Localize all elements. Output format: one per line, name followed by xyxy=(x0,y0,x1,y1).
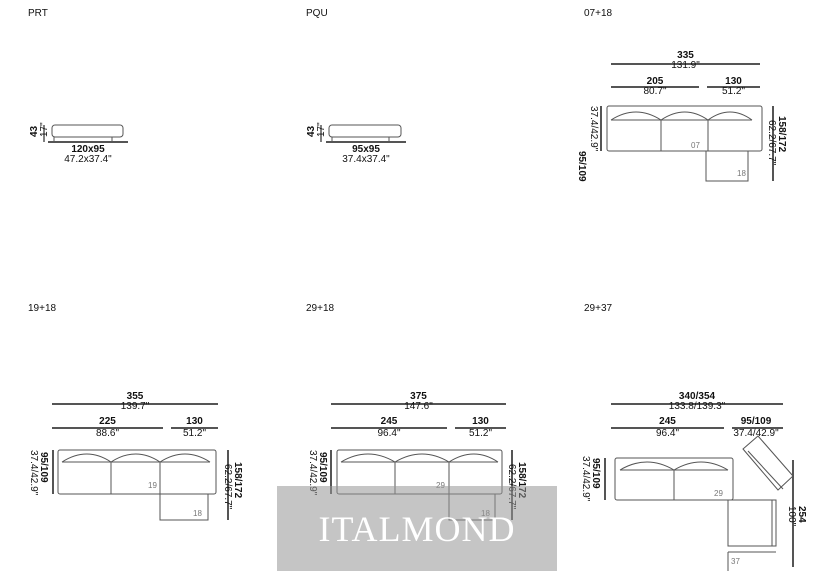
sofa-0718-drawing xyxy=(600,63,774,182)
2918-left-in: 96.4" xyxy=(377,428,401,439)
2918-depth-cm: 95/109 xyxy=(317,452,328,483)
sofa-1918-drawing xyxy=(52,403,229,521)
0718-module-a: 07 xyxy=(691,141,700,150)
0718-chaise-in: 62.2/67.7" xyxy=(766,120,777,166)
2937-right-in: 37.4/42.9" xyxy=(733,428,779,439)
watermark-text: ITALMOND xyxy=(318,509,516,549)
0718-right-in: 51.2" xyxy=(721,86,745,97)
panel-title-2918: 29+18 xyxy=(306,303,335,314)
0718-right-cm: 130 xyxy=(725,76,742,87)
0718-total-in: 131.9" xyxy=(671,60,700,71)
2937-total-cm: 340/354 xyxy=(678,391,716,402)
0718-module-b: 18 xyxy=(737,169,746,178)
pqu-size-in: 37.4x37.4" xyxy=(342,154,390,165)
0718-left-in: 80.7" xyxy=(643,86,667,97)
2937-total-in: 133.8/139.3" xyxy=(668,401,726,412)
sofa-2918-drawing xyxy=(330,403,513,521)
0718-total-cm: 335 xyxy=(677,50,694,61)
1918-depth-in: 37.4/42.9" xyxy=(28,450,39,496)
1918-chaise-cm: 158/172 xyxy=(232,462,243,499)
2937-module-a: 29 xyxy=(714,489,723,498)
2937-left-cm: 245 xyxy=(659,416,676,427)
prt-size-cm: 120x95 xyxy=(71,144,105,155)
0718-depth-cm: 95/109 xyxy=(576,151,587,182)
2918-right-cm: 130 xyxy=(472,416,489,427)
2937-left-in: 96.4" xyxy=(655,428,679,439)
2937-corner-cm: 254 xyxy=(796,506,807,523)
sofa-2937-drawing xyxy=(604,403,794,571)
prt-height-in: 17" xyxy=(39,122,50,137)
0718-depth-in: 37.4/42.9" xyxy=(588,106,599,152)
2937-corner-in: 100" xyxy=(786,506,797,527)
2937-right-cm: 95/109 xyxy=(740,416,772,427)
1918-left-in: 88.6" xyxy=(95,428,119,439)
prt-ottoman-drawing xyxy=(43,124,128,143)
1918-total-in: 139.7" xyxy=(120,401,150,412)
0718-chaise-cm: 158/172 xyxy=(776,116,787,153)
2918-right-in: 51.2" xyxy=(468,428,492,439)
1918-module-b: 18 xyxy=(193,509,202,518)
pqu-ottoman-drawing xyxy=(320,124,406,143)
2937-module-b: 37 xyxy=(731,557,740,566)
panel-title-1918: 19+18 xyxy=(28,303,57,314)
1918-left-cm: 225 xyxy=(99,416,116,427)
panel-title-prt: PRT xyxy=(28,8,48,19)
1918-chaise-in: 62.2/67.7" xyxy=(222,464,233,510)
pqu-size-cm: 95x95 xyxy=(352,144,380,155)
1918-total-cm: 355 xyxy=(126,391,144,402)
watermark: ITALMOND xyxy=(277,486,557,571)
panel-title-0718: 07+18 xyxy=(584,8,613,19)
2937-depth-in: 37.4/42.9" xyxy=(580,456,591,502)
1918-right-in: 51.2" xyxy=(182,428,206,439)
1918-right-cm: 130 xyxy=(186,416,203,427)
2918-total-in: 147.6" xyxy=(404,401,433,412)
prt-size-in: 47.2x37.4" xyxy=(64,154,112,165)
0718-left-cm: 205 xyxy=(646,76,664,87)
panel-title-2937: 29+37 xyxy=(584,303,613,314)
2918-module-a: 29 xyxy=(436,481,445,490)
pqu-height-in: 17" xyxy=(316,122,327,137)
panel-title-pqu: PQU xyxy=(306,8,328,19)
2937-depth-cm: 95/109 xyxy=(590,458,601,489)
1918-module-a: 19 xyxy=(148,481,157,490)
2918-total-cm: 375 xyxy=(410,391,427,402)
1918-depth-cm: 95/109 xyxy=(38,452,49,483)
2918-left-cm: 245 xyxy=(380,416,398,427)
